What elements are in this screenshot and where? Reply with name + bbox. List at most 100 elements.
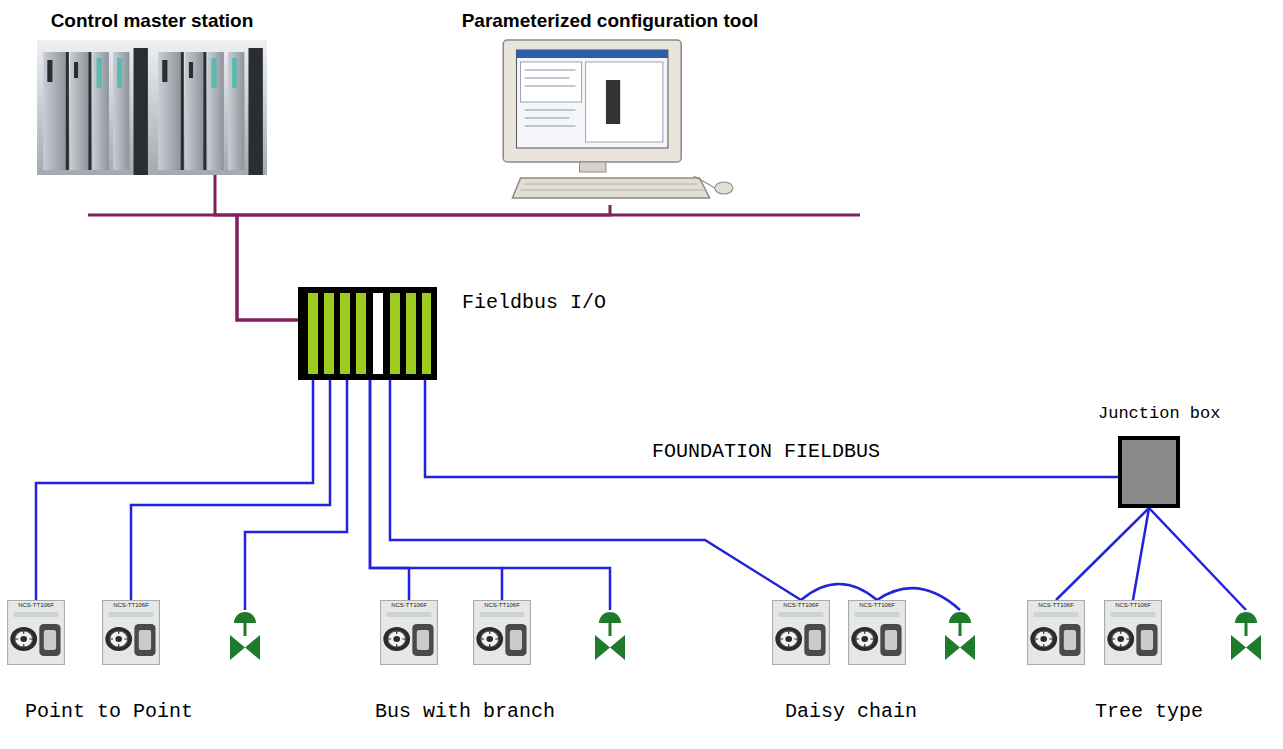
drawing-shape [124, 639, 127, 640]
drawing-shape [780, 631, 798, 647]
drawing-shape [66, 52, 69, 170]
drawing-shape [785, 636, 792, 642]
drawing-shape [1107, 627, 1134, 651]
drawing-shape [525, 110, 576, 111]
fieldbus-cable [390, 380, 801, 600]
drawing-shape [113, 52, 129, 170]
junction-box: Junction box [1118, 436, 1180, 508]
drawing-shape [74, 62, 78, 78]
drawing-shape [207, 52, 223, 170]
drawing-shape [1120, 631, 1121, 634]
drawing-shape [1112, 631, 1130, 647]
drawing-shape [780, 631, 798, 647]
drawing-shape [775, 627, 802, 651]
fieldbus-cable [801, 584, 877, 600]
drawing-shape [486, 636, 493, 642]
drawing-shape [495, 639, 498, 640]
drawing-shape [525, 78, 570, 79]
drawing-shape [88, 52, 91, 170]
drawing-shape [109, 612, 154, 617]
drawing-shape [92, 52, 108, 170]
device-tag: NCS-TT106F [473, 600, 531, 609]
drawing-shape [521, 62, 582, 102]
drawing-shape [794, 639, 797, 640]
drawing-shape [39, 624, 60, 656]
drawing-shape [15, 631, 33, 647]
configuration-workstation: Parameterized configuration tool [427, 10, 793, 205]
drawing-shape [118, 631, 119, 634]
drawing-shape [1028, 601, 1085, 665]
device-tag: NCS-TT106F [7, 600, 65, 609]
drawing-shape [586, 62, 663, 142]
drawing-shape [525, 70, 576, 71]
drawing-shape [248, 48, 262, 175]
drawing-shape [1043, 631, 1044, 634]
drawing-shape [489, 644, 490, 647]
drawing-shape [203, 52, 206, 170]
field-transmitter: NCS-TT106F [1027, 600, 1085, 665]
control-master-station: Control master station [35, 10, 269, 175]
device-tag: NCS-TT106F [772, 600, 830, 609]
drawing-shape [788, 631, 789, 634]
drawing-shape [474, 601, 531, 665]
drawing-shape [212, 58, 217, 88]
drawing-shape [139, 630, 151, 650]
drawing-shape [870, 639, 873, 640]
drawing-shape [856, 631, 874, 647]
drawing-shape [481, 631, 499, 647]
node-label: Junction box [1098, 404, 1220, 423]
fieldbus-cable [425, 380, 1118, 477]
node-label: Control master station [35, 10, 269, 32]
drawing-shape [308, 293, 431, 374]
drawing-shape [47, 48, 263, 175]
drawing-shape [406, 293, 416, 374]
drawing-shape [1126, 639, 1129, 640]
field-transmitter: NCS-TT106F [7, 600, 65, 665]
drawing-shape [373, 293, 383, 374]
drawing-shape [1112, 631, 1130, 647]
drawing-shape [340, 293, 350, 374]
drawing-shape [308, 293, 318, 374]
drawing-shape [134, 624, 155, 656]
drawing-shape [1111, 612, 1156, 617]
drawing-shape [181, 52, 184, 170]
drawing-shape [185, 52, 203, 170]
drawing-shape [521, 190, 704, 191]
drawing-shape [29, 639, 32, 640]
bus-label: FOUNDATION FIELDBUS [650, 440, 882, 463]
drawing-shape [232, 58, 237, 88]
drawing-shape [110, 639, 113, 640]
field-transmitter: NCS-TT106F [380, 600, 438, 665]
drawing-shape [1064, 630, 1076, 650]
drawing-shape [525, 70, 576, 126]
drawing-shape [779, 612, 824, 617]
field-transmitter: NCS-TT106F [848, 600, 906, 665]
drawing-shape [1120, 438, 1178, 506]
drawing-shape [134, 48, 148, 175]
drawing-shape [97, 58, 102, 88]
drawing-shape [110, 631, 128, 647]
field-transmitter: NCS-TT106F [1104, 600, 1162, 665]
drawing-shape [476, 627, 503, 651]
drawing-shape [20, 636, 27, 642]
fieldbus-io-rack-figure [298, 287, 437, 380]
drawing-shape [804, 624, 825, 656]
field-transmitter-figure [772, 600, 830, 665]
drawing-shape [396, 644, 397, 647]
drawing-shape [480, 612, 525, 617]
drawing-shape [97, 58, 238, 88]
fieldbus-cable [131, 380, 330, 600]
drawing-shape [393, 636, 400, 642]
drawing-shape [1136, 624, 1157, 656]
field-transmitter-figure [473, 600, 531, 665]
drawing-shape [189, 62, 193, 78]
drawing-shape [412, 624, 433, 656]
drawing-shape [780, 639, 783, 640]
drawing-shape [1120, 644, 1121, 647]
drawing-shape [417, 630, 429, 650]
device-tag: NCS-TT106F [1027, 600, 1085, 609]
drawing-shape [505, 624, 526, 656]
drawing-shape [525, 184, 698, 185]
drawing-shape [103, 601, 160, 665]
drawing-shape [855, 612, 900, 617]
